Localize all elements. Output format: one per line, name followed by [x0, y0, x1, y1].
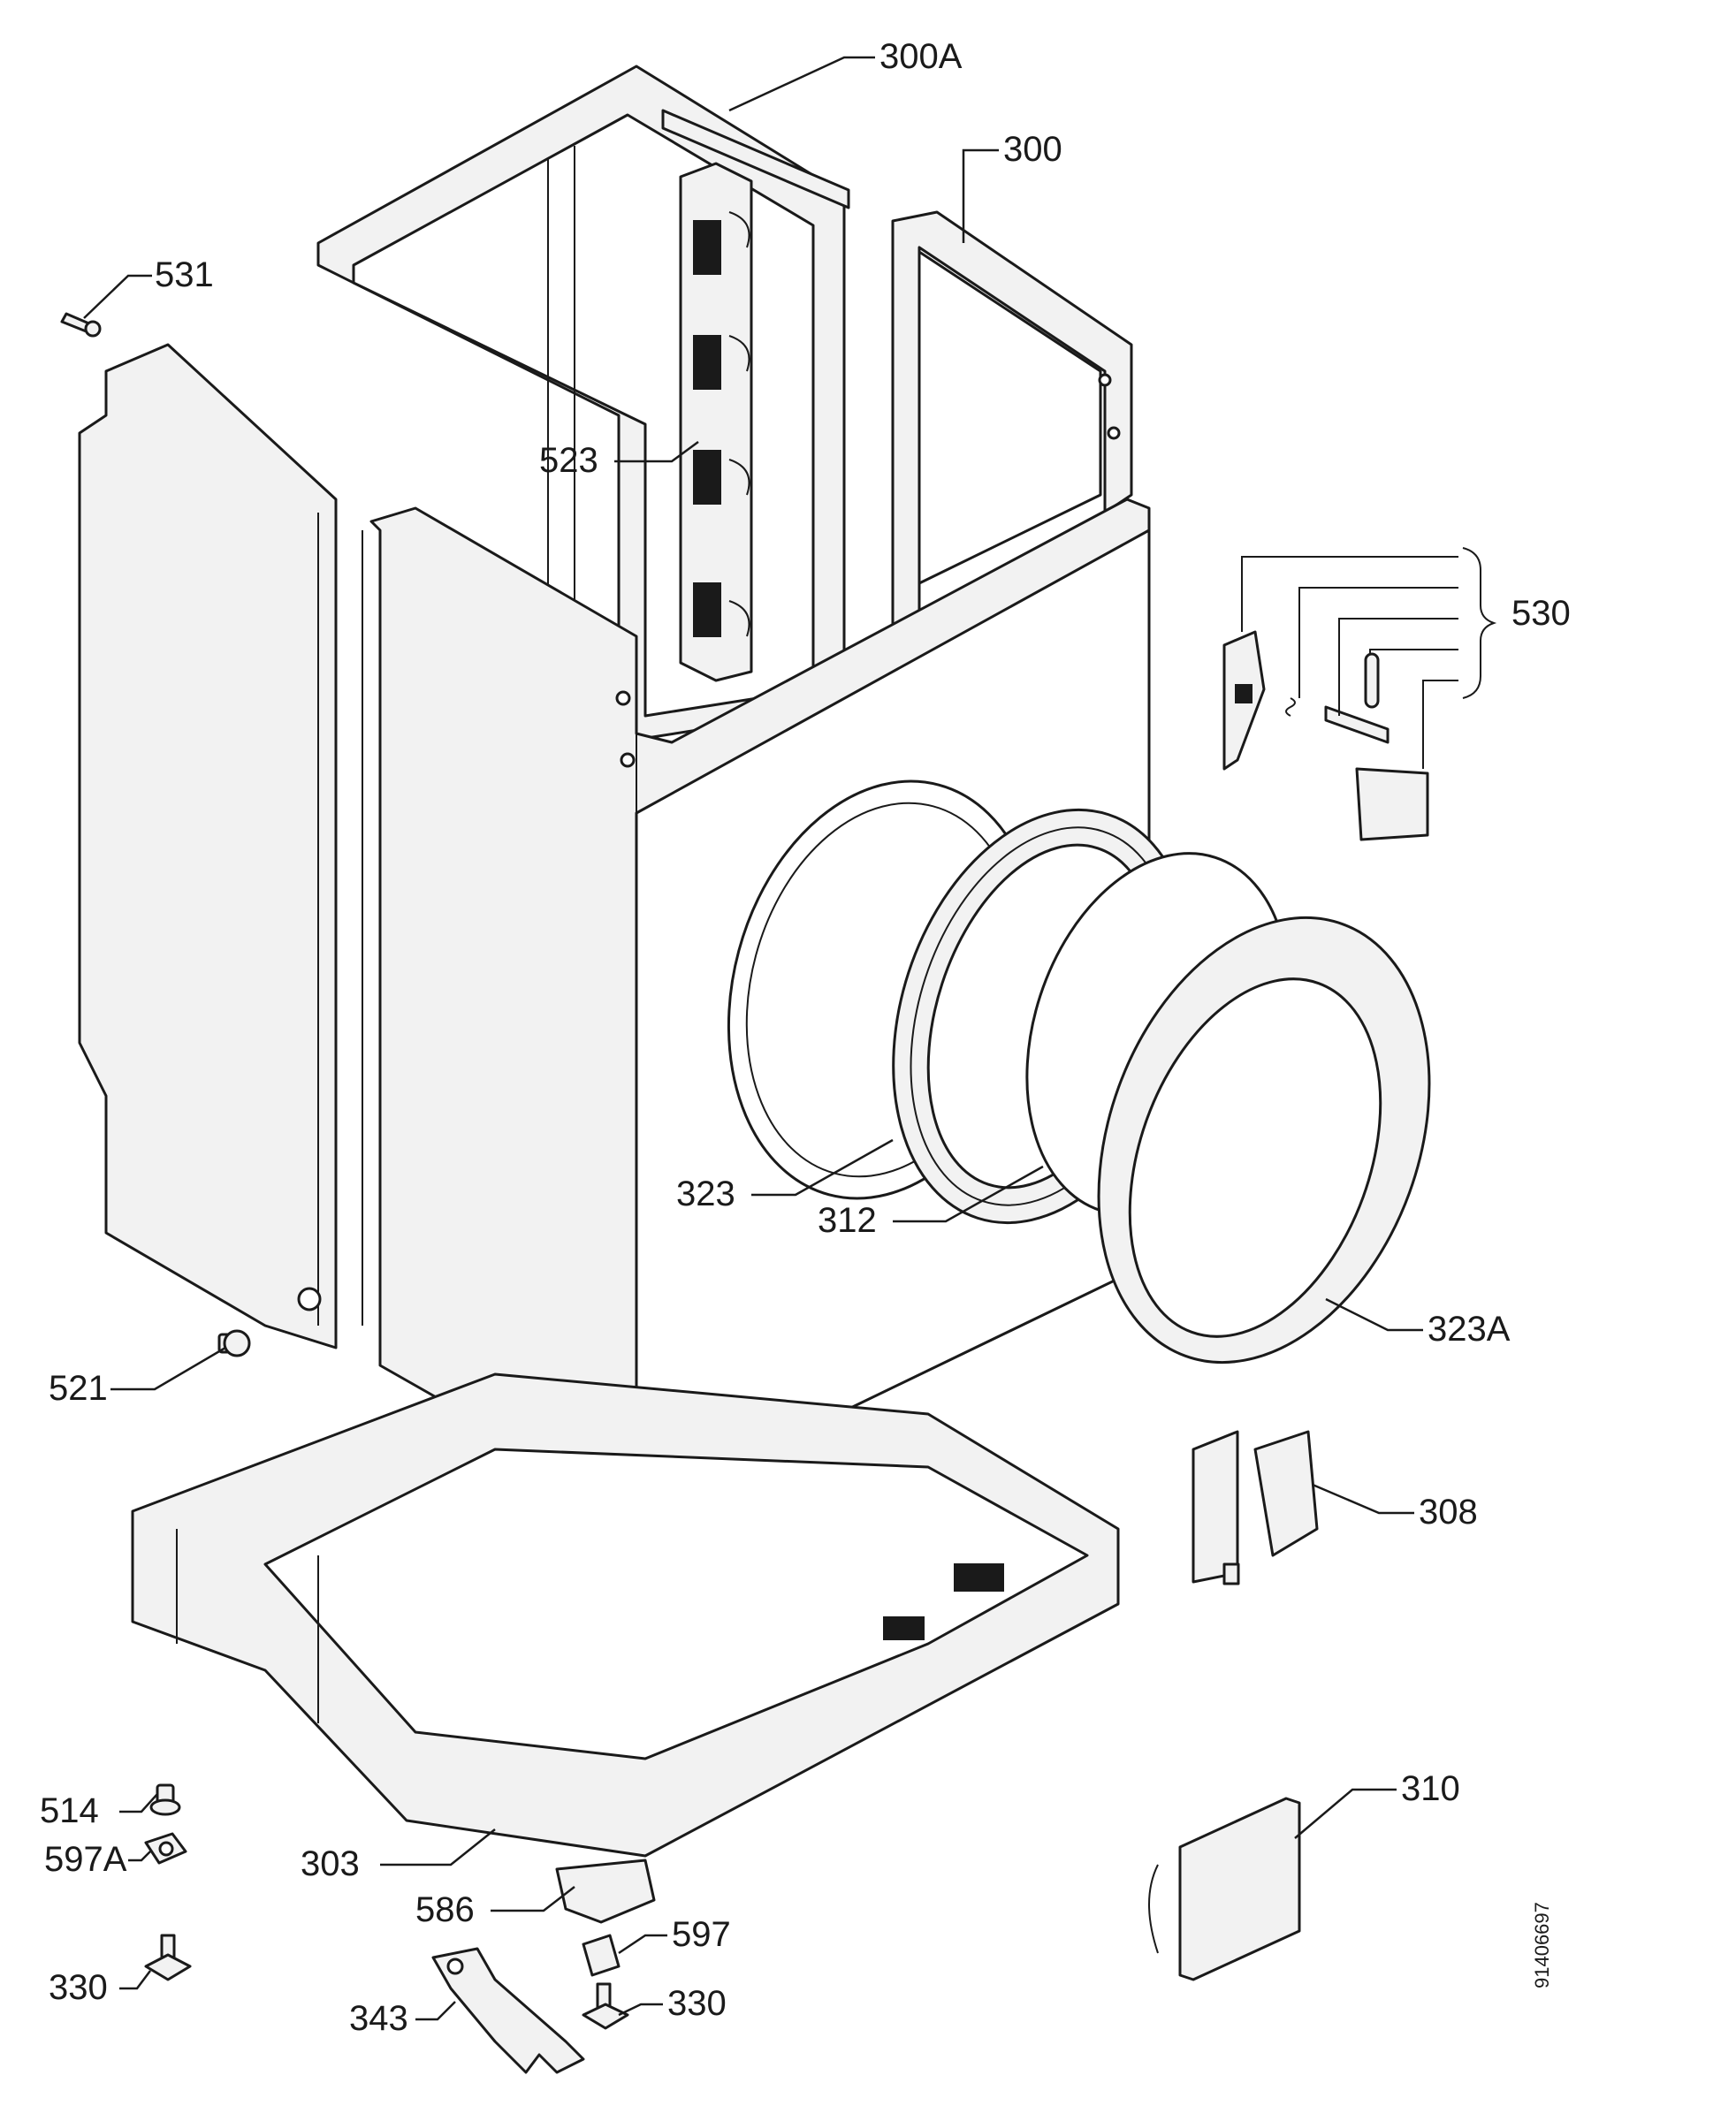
- cover-flap-310: [1148, 1797, 1301, 1981]
- callout-323: 323: [676, 1175, 735, 1213]
- callout-597a: 597A: [44, 1840, 127, 1879]
- callout-531: 531: [155, 255, 214, 294]
- callout-330-right: 330: [667, 1984, 727, 2023]
- nut-597: [582, 1934, 621, 1977]
- door-lock-kit-530: [1222, 547, 1497, 841]
- callout-312: 312: [818, 1201, 877, 1240]
- foot-586: [555, 1859, 656, 1924]
- drawing-reference-number: 91406697: [1531, 1902, 1553, 1988]
- callout-labels: 300A 300 531 523 530 323 312 323A 521 30…: [40, 37, 1571, 2038]
- callout-521: 521: [49, 1369, 108, 1408]
- rear-rail-523: [679, 162, 753, 682]
- screw-521: [217, 1329, 251, 1357]
- side-panel: [78, 343, 363, 1349]
- wrench-343: [431, 1947, 585, 2074]
- front-cabinet: [369, 498, 1151, 1513]
- screw-330-right: [582, 1982, 629, 2030]
- screw-531: [60, 312, 102, 338]
- callout-323a: 323A: [1428, 1310, 1511, 1349]
- screw-330-left: [144, 1934, 192, 1981]
- right-frame-300: [891, 210, 1133, 629]
- callout-514: 514: [40, 1791, 99, 1830]
- leader-lines: [83, 56, 1423, 2021]
- base-frame-303: [131, 1372, 1120, 1858]
- callout-310: 310: [1401, 1769, 1460, 1808]
- door-hinge-308: [1192, 1430, 1319, 1585]
- callout-300a: 300A: [879, 37, 963, 76]
- callout-597: 597: [672, 1915, 731, 1954]
- callout-330-left: 330: [49, 1968, 108, 2007]
- callout-530: 530: [1511, 594, 1571, 633]
- door-ring-323a: [1097, 916, 1431, 1365]
- callout-303: 303: [301, 1844, 360, 1883]
- callout-586: 586: [415, 1890, 475, 1929]
- callout-523: 523: [539, 441, 598, 480]
- nut-597a: [144, 1832, 187, 1865]
- callout-343: 343: [349, 1999, 408, 2038]
- bolt-514: [149, 1783, 181, 1816]
- callout-300: 300: [1003, 130, 1062, 169]
- callout-308: 308: [1419, 1493, 1478, 1532]
